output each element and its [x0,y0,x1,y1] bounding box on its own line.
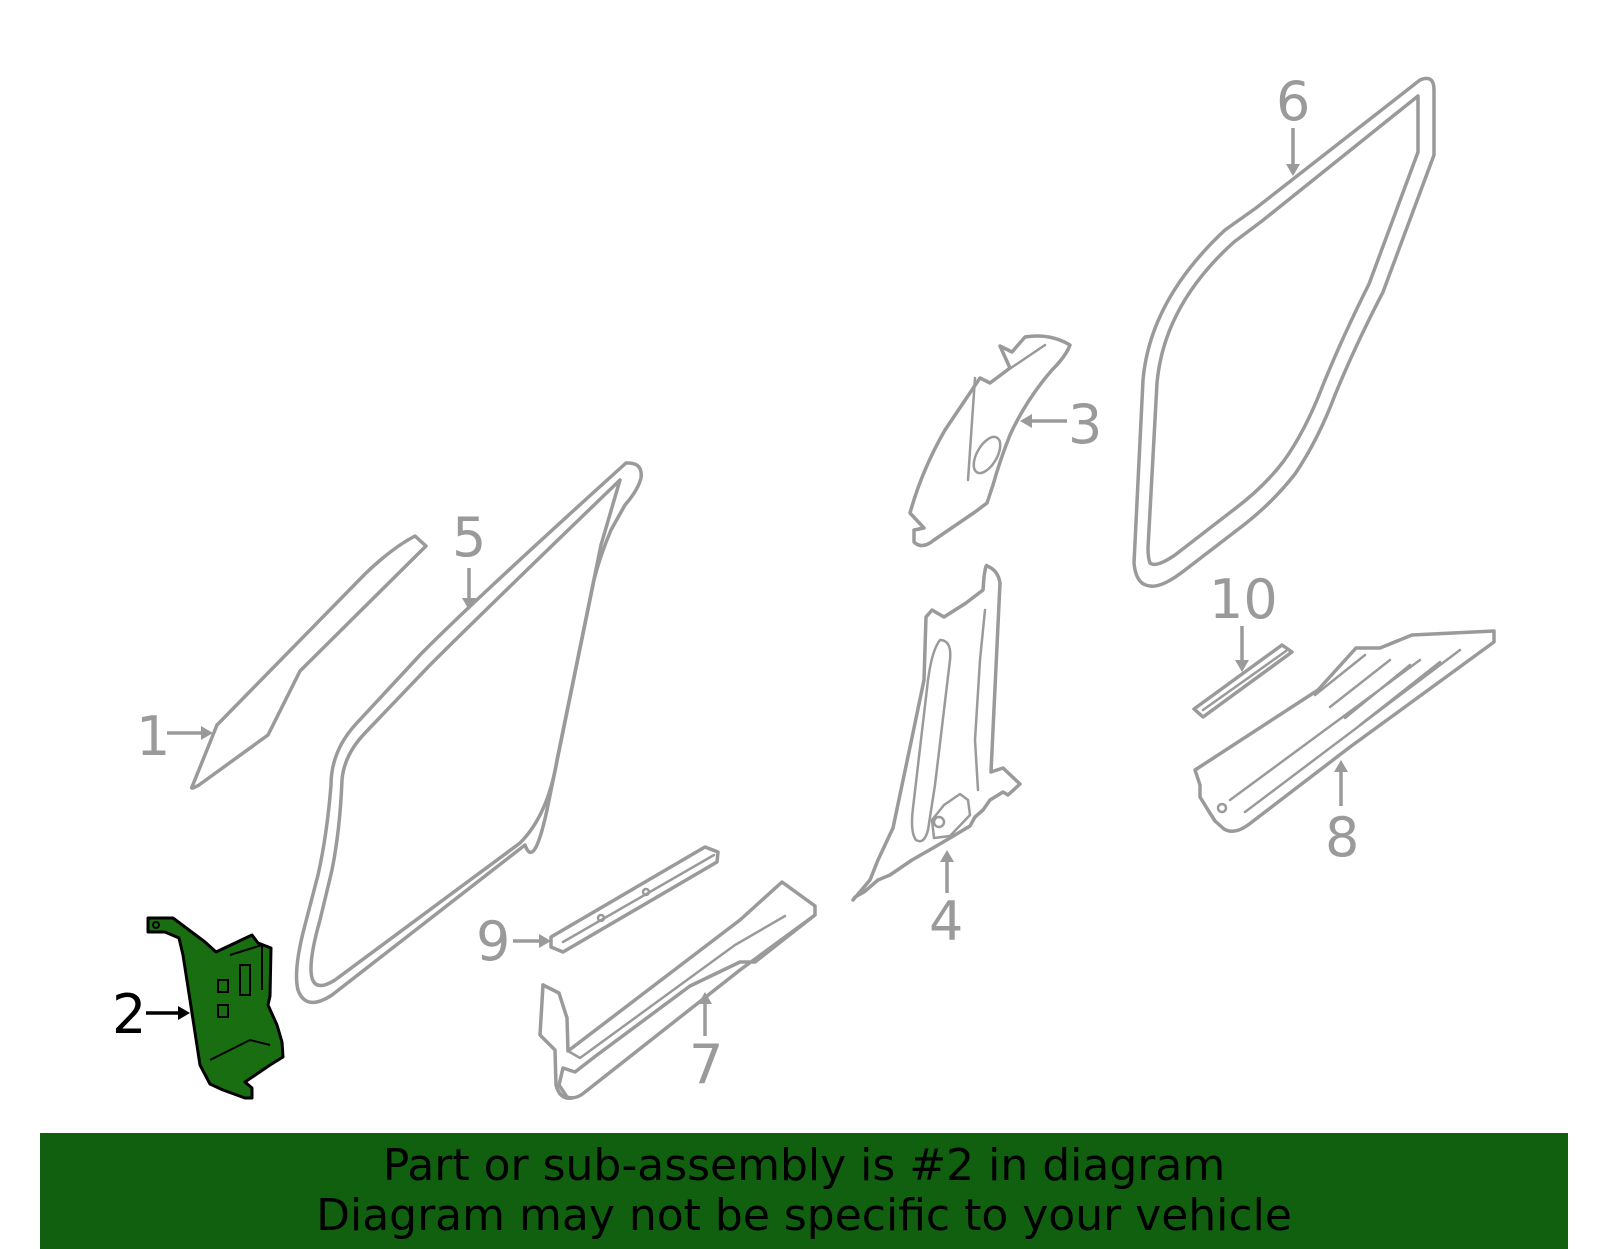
banner-line-2: Diagram may not be specific to your vehi… [316,1190,1292,1241]
callout-4: 4 [929,890,963,953]
callout-3: 3 [1068,393,1102,456]
callout-2: 2 [112,983,146,1046]
callout-6: 6 [1276,70,1310,133]
part-7 [538,880,817,1100]
part-5 [294,461,643,1005]
part-2 [146,916,285,1100]
part-1 [189,534,428,790]
callout-8: 8 [1325,806,1359,869]
part-6 [1132,76,1436,588]
callout-5: 5 [452,506,486,569]
callout-1: 1 [136,705,170,768]
callout-9: 9 [476,910,510,973]
info-banner: Part or sub-assembly is #2 in diagram Di… [40,1133,1568,1249]
part-9 [549,845,720,954]
banner-line-1: Part or sub-assembly is #2 in diagram [382,1140,1226,1191]
part-10 [1192,643,1294,719]
part-4 [851,563,1022,902]
callout-7: 7 [689,1033,723,1096]
part-8 [1193,629,1496,833]
part-3 [908,334,1072,548]
callout-10: 10 [1209,568,1278,631]
callout-arrows [146,128,1348,1036]
